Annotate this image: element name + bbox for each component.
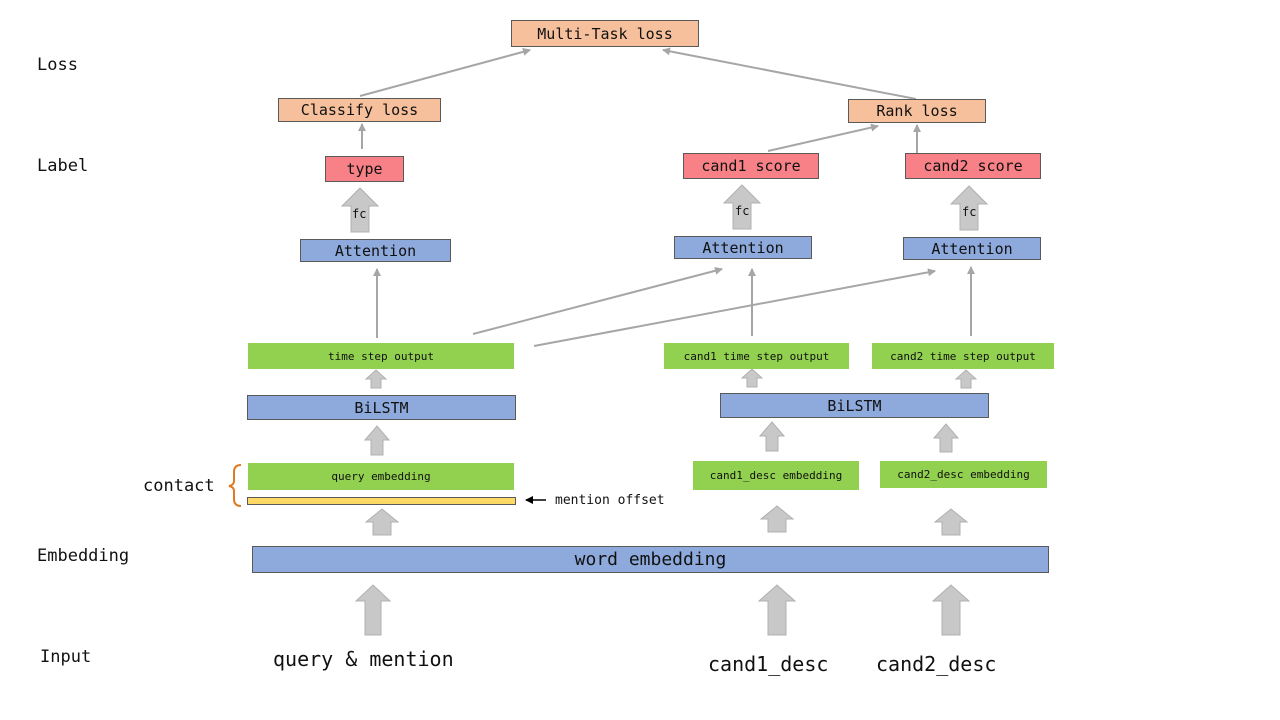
multi-task-loss-box: Multi-Task loss — [511, 20, 699, 47]
bilstm-box-cands: BiLSTM — [720, 393, 989, 418]
up-arrow-cand1-bilstm — [758, 421, 786, 452]
query-time-step-output-box: time step output — [248, 343, 514, 369]
fc-arrow-cand1 — [722, 184, 762, 230]
fc-arrow-type — [340, 187, 380, 233]
input-cand2-desc: cand2_desc — [876, 652, 997, 676]
attention-box-cand1: Attention — [674, 236, 812, 259]
fc-label-cand1: fc — [735, 204, 750, 218]
up-arrow-query-embedding — [364, 508, 400, 536]
fc-arrow-cand2 — [949, 185, 989, 231]
fc-label-type: fc — [352, 207, 367, 221]
attention-box-query: Attention — [300, 239, 451, 262]
row-label-input: Input — [40, 647, 92, 667]
up-arrow-cand2-timestep — [954, 369, 978, 389]
input-cand1-desc: cand1_desc — [708, 652, 829, 676]
query-to-cand2-attention-line — [533, 268, 936, 347]
type-label-box: type — [325, 156, 404, 182]
fc-label-cand2: fc — [962, 205, 977, 219]
row-label-label: Label — [37, 156, 89, 176]
input-arrow-cand2 — [931, 584, 971, 636]
up-arrow-cand1-timestep — [740, 368, 764, 388]
attention-box-cand2: Attention — [903, 237, 1041, 260]
row-label-embedding: Embedding — [37, 546, 130, 566]
word-embedding-box: word embedding — [252, 546, 1049, 573]
up-arrow-query-bilstm — [363, 425, 391, 456]
up-arrow-cand2-bilstm — [932, 423, 960, 453]
input-arrow-cand1 — [757, 584, 797, 636]
query-to-cand1-attention-line — [472, 266, 723, 335]
row-label-loss: Loss — [37, 55, 78, 75]
classify-to-multitask-line — [359, 47, 531, 97]
rank-loss-box: Rank loss — [848, 99, 986, 123]
contact-label: contact — [143, 476, 215, 496]
query-embedding-box: query embedding — [248, 463, 514, 490]
up-arrow-cand2-embedding — [933, 508, 969, 536]
input-query-mention: query & mention — [273, 647, 454, 671]
contact-bracket — [228, 464, 242, 507]
mention-offset-bar — [247, 497, 516, 505]
cand2-time-step-output-box: cand2 time step output — [872, 343, 1054, 369]
mention-offset-label: mention offset — [555, 493, 665, 508]
cand1-time-step-output-box: cand1 time step output — [664, 343, 849, 369]
cand2-score-box: cand2 score — [905, 153, 1041, 179]
rank-to-multitask-line — [662, 47, 917, 100]
classify-loss-box: Classify loss — [278, 98, 441, 122]
input-arrow-query — [354, 584, 392, 636]
bilstm-box-query: BiLSTM — [247, 395, 516, 420]
cand1score-to-rank-line — [767, 123, 879, 152]
cand1-score-box: cand1 score — [683, 153, 819, 179]
cand2-desc-embedding-box: cand2_desc embedding — [880, 461, 1047, 488]
cand1-desc-embedding-box: cand1_desc embedding — [693, 461, 859, 490]
up-arrow-query-timestep — [364, 369, 388, 389]
up-arrow-cand1-embedding — [759, 505, 795, 533]
